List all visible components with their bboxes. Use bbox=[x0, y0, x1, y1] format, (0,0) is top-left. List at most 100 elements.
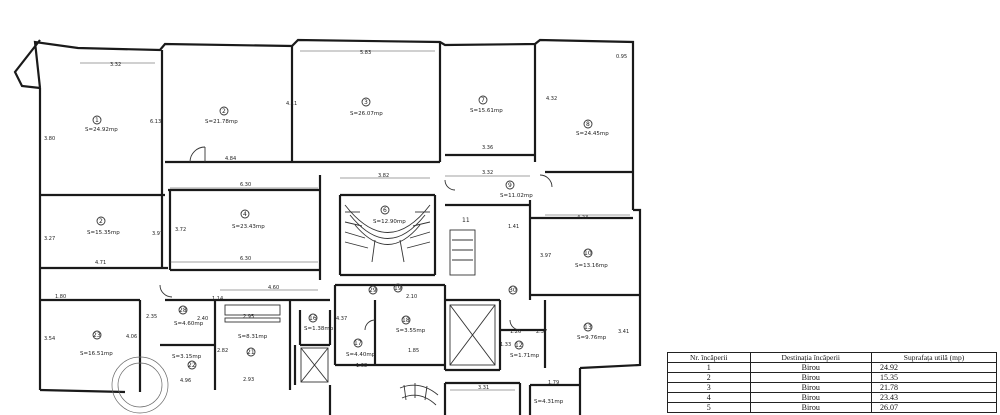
room-13: 13S=9.76mp bbox=[577, 322, 607, 341]
room-7: 7S=15.61mp bbox=[470, 95, 503, 114]
svg-text:4.11: 4.11 bbox=[286, 101, 297, 107]
svg-text:S=1.71mp: S=1.71mp bbox=[510, 353, 540, 359]
svg-text:8: 8 bbox=[586, 121, 590, 128]
room-16: 16S=1.38mp bbox=[304, 313, 334, 332]
room-12: 12S=1.71mp bbox=[510, 340, 540, 359]
legend-cell: Birou bbox=[749, 362, 872, 373]
svg-text:1.79: 1.79 bbox=[548, 380, 559, 386]
svg-text:2: 2 bbox=[222, 108, 226, 115]
svg-text:3.32: 3.32 bbox=[482, 170, 493, 176]
svg-text:5.83: 5.83 bbox=[360, 50, 371, 56]
room-9: 9S=11.02mp bbox=[500, 180, 533, 199]
room-6: 6S=12.90mp bbox=[373, 205, 406, 225]
svg-text:4.84: 4.84 bbox=[225, 156, 236, 162]
legend-cell: 2 bbox=[667, 372, 751, 383]
svg-text:4.37: 4.37 bbox=[336, 316, 347, 322]
svg-text:1.41: 1.41 bbox=[508, 224, 519, 230]
legend-cell: Birou bbox=[749, 382, 872, 393]
svg-text:23: 23 bbox=[93, 332, 101, 339]
legend-header-area: Suprafața utilă (mp) bbox=[871, 352, 997, 363]
svg-text:10: 10 bbox=[584, 250, 592, 257]
svg-text:S=8.31mp: S=8.31mp bbox=[238, 334, 268, 340]
svg-text:16: 16 bbox=[309, 315, 317, 322]
legend-cell: 1 bbox=[667, 362, 751, 373]
legend-header-purpose: Destinația încăperii bbox=[749, 352, 872, 363]
room-2b: 2S=15.35mp bbox=[87, 216, 120, 236]
room-20: S=4.60mp bbox=[174, 321, 204, 327]
svg-text:2.82: 2.82 bbox=[217, 348, 228, 354]
svg-text:1: 1 bbox=[95, 117, 99, 124]
svg-text:21: 21 bbox=[247, 349, 255, 356]
dimension-lines bbox=[80, 50, 630, 391]
svg-text:3.82: 3.82 bbox=[378, 173, 389, 179]
room-22: 22S=3.15mp bbox=[172, 354, 202, 370]
legend-header-no: Nr. încăperii bbox=[667, 352, 751, 363]
svg-text:S=24.92mp: S=24.92mp bbox=[85, 127, 118, 133]
svg-text:7: 7 bbox=[481, 97, 485, 104]
small-marks: 11 19 29 28 30 S=4.31mp bbox=[178, 217, 564, 405]
svg-text:3.97: 3.97 bbox=[540, 253, 551, 259]
room-21: 21 S=8.31mp bbox=[238, 334, 268, 357]
room-10: 10S=13.16mp bbox=[575, 248, 608, 269]
svg-text:3: 3 bbox=[364, 99, 368, 106]
svg-text:18: 18 bbox=[402, 317, 410, 324]
svg-text:S=21.78mp: S=21.78mp bbox=[205, 119, 238, 125]
svg-text:2.35: 2.35 bbox=[146, 314, 157, 320]
svg-text:4.23: 4.23 bbox=[577, 215, 588, 221]
room-2: 2S=21.78mp bbox=[205, 106, 238, 125]
svg-text:2.37: 2.37 bbox=[536, 329, 547, 335]
dimension-values: 3.32 5.83 0.95 4.32 4.11 6.13 3.80 4.84 … bbox=[44, 50, 629, 391]
legend-cell: 26.07 bbox=[871, 402, 997, 413]
svg-text:4.96: 4.96 bbox=[180, 378, 191, 384]
svg-text:3.97: 3.97 bbox=[152, 231, 163, 237]
svg-text:4.06: 4.06 bbox=[126, 334, 137, 340]
room-4: 4S=23.43mp bbox=[232, 209, 265, 230]
room-17: 17S=4.40mp bbox=[346, 338, 376, 358]
svg-text:S=11.02mp: S=11.02mp bbox=[500, 193, 533, 199]
room-labels: 1S=24.92mp 2S=21.78mp 3S=26.07mp 4S=23.4… bbox=[80, 95, 609, 370]
legend-cell: 21.78 bbox=[871, 382, 997, 393]
svg-text:S=24.45mp: S=24.45mp bbox=[576, 131, 609, 137]
svg-text:30: 30 bbox=[509, 287, 517, 294]
outer-walls bbox=[13, 38, 642, 394]
svg-text:1.26: 1.26 bbox=[510, 329, 521, 335]
svg-text:S=16.51mp: S=16.51mp bbox=[80, 351, 113, 357]
room-1: 1S=24.92mp bbox=[85, 115, 118, 133]
svg-text:12: 12 bbox=[515, 342, 523, 349]
svg-text:S=9.76mp: S=9.76mp bbox=[577, 335, 607, 341]
svg-text:S=15.35mp: S=15.35mp bbox=[87, 230, 120, 236]
legend-cell: 4 bbox=[667, 392, 751, 403]
svg-text:3.54: 3.54 bbox=[44, 336, 55, 342]
svg-text:19: 19 bbox=[394, 285, 402, 292]
svg-text:S=13.16mp: S=13.16mp bbox=[575, 263, 608, 269]
svg-text:S=4.31mp: S=4.31mp bbox=[534, 399, 564, 405]
svg-text:6.30: 6.30 bbox=[240, 182, 251, 188]
room-18: 18S=3.55mp bbox=[396, 315, 426, 334]
plan-details bbox=[111, 146, 553, 414]
svg-text:2: 2 bbox=[99, 218, 103, 225]
svg-text:1.68: 1.68 bbox=[356, 363, 367, 369]
svg-text:1.85: 1.85 bbox=[408, 348, 419, 354]
svg-text:0.95: 0.95 bbox=[616, 54, 627, 60]
svg-text:S=4.40mp: S=4.40mp bbox=[346, 352, 376, 358]
svg-text:2.10: 2.10 bbox=[406, 294, 417, 300]
svg-text:3.31: 3.31 bbox=[478, 385, 489, 391]
svg-text:3.32: 3.32 bbox=[110, 62, 121, 68]
room-23: 23S=16.51mp bbox=[80, 330, 113, 357]
svg-text:6.13: 6.13 bbox=[150, 119, 161, 125]
svg-text:22: 22 bbox=[188, 362, 196, 369]
svg-text:17: 17 bbox=[354, 340, 362, 347]
svg-text:1.14: 1.14 bbox=[212, 296, 223, 302]
legend-cell: 24.92 bbox=[871, 362, 997, 373]
svg-text:3.36: 3.36 bbox=[482, 145, 493, 151]
svg-text:3.72: 3.72 bbox=[175, 227, 186, 233]
svg-text:4.60: 4.60 bbox=[268, 285, 279, 291]
svg-text:3.41: 3.41 bbox=[618, 329, 629, 335]
svg-text:2.40: 2.40 bbox=[197, 316, 208, 322]
legend-cell: 15.35 bbox=[871, 372, 997, 383]
legend-cell: 5 bbox=[667, 402, 751, 413]
